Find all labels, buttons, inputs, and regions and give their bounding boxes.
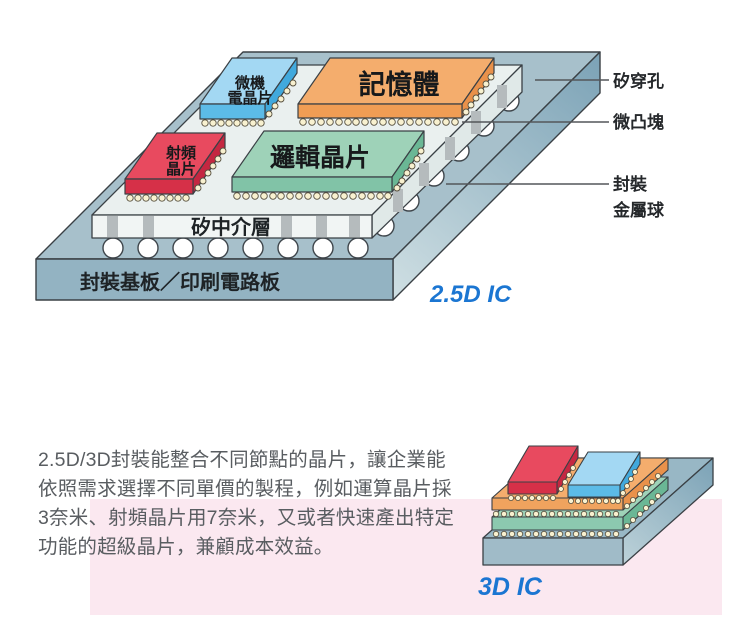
memory-front-face (297, 103, 463, 119)
intro-line: 2.5D/3D封裝能整合不同節點的晶片，讓企業能 (38, 449, 446, 471)
base-front-face (482, 537, 624, 566)
caption-3d-ic: 3D IC (478, 573, 543, 601)
intro-paragraph: 2.5D/3D封裝能整合不同節點的晶片，讓企業能 依照需求選擇不同單價的製程，例… (38, 446, 478, 562)
memory-label: 記憶體 (359, 69, 440, 100)
logic-front-face (231, 176, 393, 193)
callouts (446, 79, 609, 185)
interposer-label: 矽中介層 (191, 215, 271, 239)
micro-bumps (126, 147, 227, 202)
diagram-2-5d-ic: 封裝基板／印刷電路板 矽中介層 (35, 51, 665, 308)
micro-bumps (508, 465, 576, 502)
micro-bumps (201, 79, 297, 127)
caption-2-5d-ic: 2.5D IC (429, 281, 512, 308)
micro-bumps (299, 73, 495, 126)
micro-bumps (567, 469, 638, 505)
micro-bumps (492, 493, 661, 538)
red-chip-3d (507, 445, 579, 502)
substrate-front-face (35, 258, 394, 301)
logic-label: 邏輯晶片 (270, 144, 370, 172)
micro-bumps (233, 147, 425, 200)
solder-ball-callout-label-line1: 封裝 (613, 174, 648, 194)
blue-chip-3d (567, 451, 641, 505)
solder-ball-callout-label-line2: 金屬球 (612, 200, 665, 220)
intro-line: 依照需求選擇不同單價的製程，例如運算晶片採 (38, 478, 452, 500)
mems-label-line1: 微機 (234, 74, 265, 92)
mems-label-line2: 電晶片 (227, 89, 272, 107)
logic-chip: 邏輯晶片 (231, 130, 425, 200)
rf-chip: 射頻 晶片 (124, 132, 227, 202)
interposer-front-face (91, 214, 373, 239)
microbump-callout-label: 微凸塊 (612, 112, 664, 132)
micro-bumps (492, 473, 661, 518)
intro-line: 3奈米、射頻晶片用7奈米，又或者快速產出特定 (38, 507, 455, 529)
intro-line: 功能的超級晶片，兼顧成本效益。 (38, 536, 334, 558)
memory-chip: 記憶體 (297, 57, 495, 126)
mems-front-face (199, 103, 266, 120)
rf-label-line2: 晶片 (166, 160, 196, 178)
rf-front-face (124, 178, 194, 195)
tsv-callout-label: 矽穿孔 (613, 71, 664, 91)
tsv-stripes-front (107, 216, 360, 237)
mems-chip: 微機 電晶片 (199, 57, 298, 127)
substrate-label: 封裝基板／印刷電路板 (80, 270, 281, 294)
diagram-3d-ic: 3D IC (478, 445, 714, 601)
rf-label-line1: 射頻 (165, 144, 196, 162)
